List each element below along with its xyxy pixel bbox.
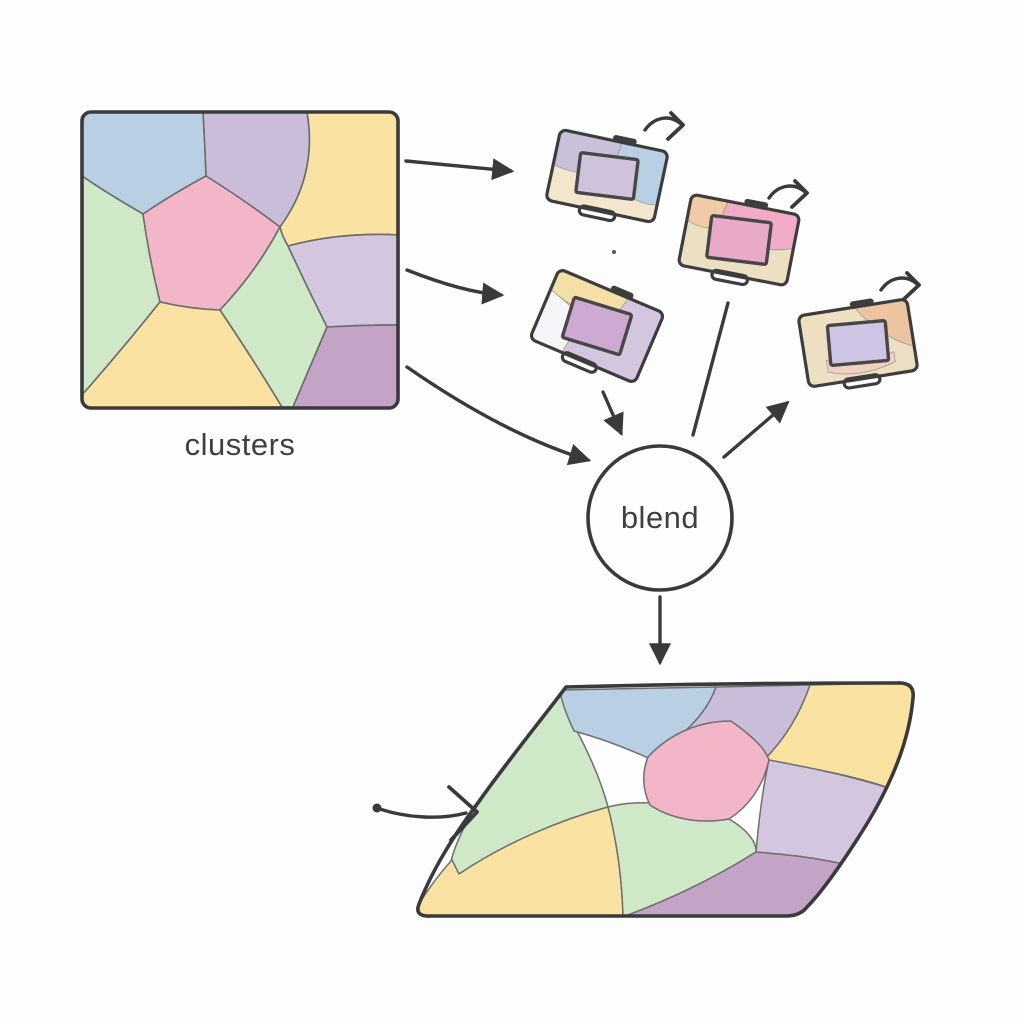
clusters-label: clusters (184, 427, 296, 462)
card3-top-tab (610, 285, 634, 299)
patch-card-1 (545, 128, 669, 224)
sheet-region-pink (643, 720, 770, 822)
rotation-arrow-card1 (643, 111, 685, 141)
rotation-arrow-card4 (879, 271, 921, 301)
card3-inner-rect (560, 295, 634, 357)
card3-border (529, 269, 665, 383)
card1-border (545, 128, 669, 224)
arrow-square-to-card1 (404, 158, 515, 181)
card4-border (797, 298, 919, 388)
patch-card-4 (797, 298, 919, 390)
card4-top-tab (849, 298, 874, 308)
arrow-square-to-blend (405, 365, 592, 466)
card3-bottom-tab (560, 351, 598, 374)
card2-border (677, 193, 801, 287)
line-card2-to-blend (691, 301, 730, 437)
card2-inner-rect (705, 214, 773, 266)
arrow-square-to-card3 (405, 268, 505, 305)
card1-bottom-tab (577, 204, 617, 223)
blend-circle (586, 444, 734, 592)
arrow-to-sheet (372, 785, 479, 842)
card4-bottom-tab (842, 373, 882, 390)
clusters-square-border (80, 110, 400, 410)
card1-top-tab (613, 135, 637, 145)
stray-dot (612, 250, 616, 254)
arrow-card3-to-blend (601, 390, 624, 437)
card1-inner-rect (574, 151, 640, 201)
arrow-blend-to-card4 (722, 400, 790, 459)
card2-top-tab (744, 198, 769, 209)
card4-inner-rect (825, 319, 891, 367)
clusters-square (82, 112, 398, 408)
patch-card-3 (529, 268, 665, 384)
warped-sheet-outline (416, 681, 915, 918)
rotation-arrow-card2 (767, 179, 809, 209)
blend-label: blend (620, 500, 700, 535)
warped-sheet (417, 682, 914, 917)
patch-card-2 (677, 193, 801, 287)
card2-bottom-tab (710, 268, 750, 287)
